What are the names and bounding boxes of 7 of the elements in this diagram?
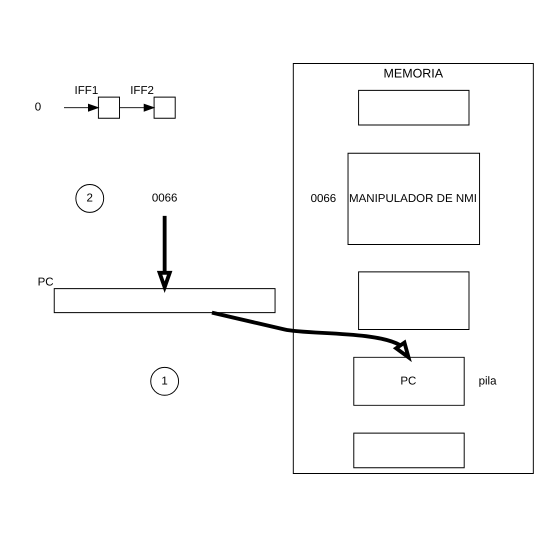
node-label: pila [478,374,497,387]
node-label: IFF2 [130,84,154,96]
node-label: PC [38,276,54,288]
node-text: 0 [34,101,42,114]
node-label: 0066 [310,192,336,204]
node-text: 0066 [152,192,178,204]
node-label: IFF1 [74,84,98,96]
